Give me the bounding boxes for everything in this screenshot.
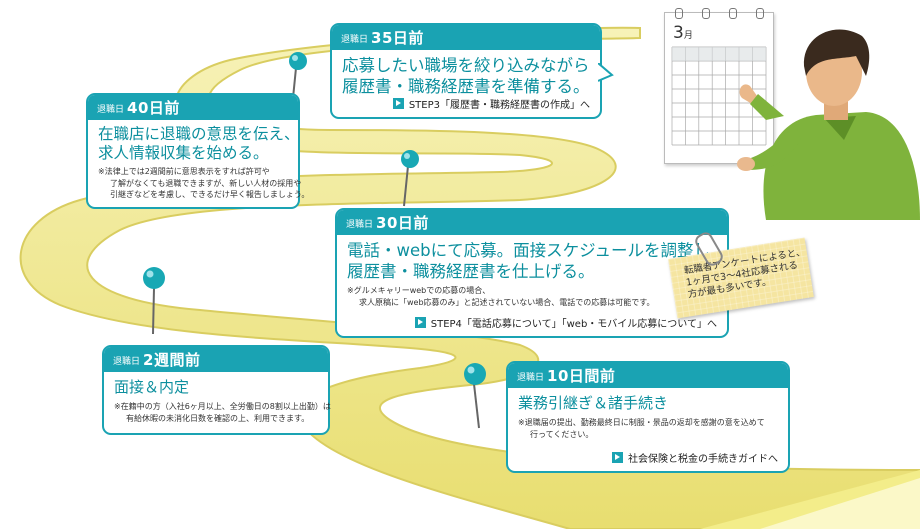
step-when: 35日前	[371, 29, 424, 47]
calendar: 3月	[664, 8, 774, 164]
step-card-40-days: 退職日 40日前 在職店に退職の意思を伝え、求人情報収集を始める。 ※法律上では…	[86, 93, 310, 209]
step-note: ※グルメキャリーwebでの応募の場合、 求人原稿に「web応募のみ」と記述されて…	[347, 286, 655, 307]
step-card-10-days: 退職日 10日間前 業務引継ぎ＆諸手続き ※退職届の提出、勤務最終日に制服・景品…	[506, 361, 790, 473]
step-prefix: 退職日	[517, 373, 545, 383]
person-illustration	[737, 29, 920, 220]
step-card-30-days: 退職日 30日前 電話・webにて応募。面接スケジュールを調整し履歴書・職務経歴…	[335, 208, 729, 338]
pin-marker-icon	[401, 150, 419, 207]
step-note: ※法律上では2週間前に意思表示をすれば許可や 了解がなくても退職できますが、新し…	[98, 167, 310, 199]
step-note: ※退職届の提出、勤務最終日に制服・景品の返却を感謝の意を込めて 行ってください。	[518, 418, 765, 439]
step-card-2-weeks: 退職日 2週間前 面接＆内定 ※在籍中の方（入社6ヶ月以上、全労働日の8割以上出…	[102, 345, 331, 435]
step-when: 30日前	[376, 214, 429, 232]
step-header: 退職日 10日間前	[508, 363, 788, 388]
arrow-right-icon	[612, 452, 623, 463]
step-main-text: 在職店に退職の意思を伝え、求人情報収集を始める。	[98, 125, 300, 162]
insurance-tax-link[interactable]: 社会保険と税金の手続きガイドへ	[612, 450, 778, 465]
pin-marker-icon	[464, 363, 486, 429]
step-header: 退職日 2週間前	[104, 347, 328, 372]
step-main-text: 業務引継ぎ＆諸手続き	[518, 394, 669, 412]
step-prefix: 退職日	[346, 220, 374, 230]
step-main-text: 応募したい職場を絞り込みながら履歴書・職務経歴書を準備する。	[342, 56, 590, 96]
calendar-rings	[665, 8, 773, 19]
step-prefix: 退職日	[113, 357, 141, 367]
step-card-35-days: 退職日 35日前 応募したい職場を絞り込みながら履歴書・職務経歴書を準備する。 …	[330, 23, 614, 119]
step3-link[interactable]: STEP3「履歴書・職務経歴書の作成」へ	[392, 96, 590, 111]
pin-marker-icon	[143, 267, 165, 335]
step-header: 退職日 30日前	[337, 210, 727, 235]
step-when: 40日前	[127, 99, 180, 117]
calendar-month: 3月	[673, 23, 693, 43]
step-when: 2週間前	[143, 351, 201, 369]
step-when: 10日間前	[547, 367, 616, 385]
step-prefix: 退職日	[97, 105, 125, 115]
arrow-right-icon	[392, 98, 404, 109]
calendar-grid	[671, 46, 767, 146]
step4-link[interactable]: STEP4「電話応募について」「web・モバイル応募について」へ	[414, 315, 717, 330]
arrow-right-icon	[414, 317, 426, 328]
step-main-text: 面接＆内定	[114, 378, 190, 396]
step-header: 退職日 35日前	[332, 25, 600, 50]
step-prefix: 退職日	[341, 35, 369, 45]
step-note: ※在籍中の方（入社6ヶ月以上、全労働日の8割以上出勤）は 有給休暇の未消化日数を…	[114, 402, 331, 423]
callout-tail	[598, 63, 614, 82]
step-main-text: 電話・webにて応募。面接スケジュールを調整し履歴書・職務経歴書を仕上げる。	[347, 241, 710, 281]
step-header: 退職日 40日前	[88, 95, 298, 120]
